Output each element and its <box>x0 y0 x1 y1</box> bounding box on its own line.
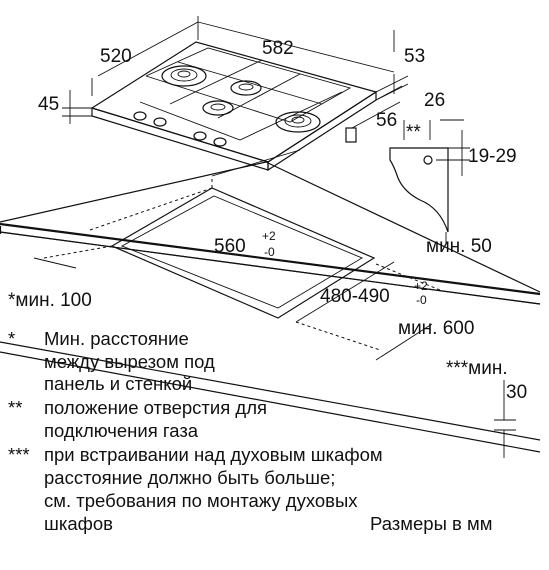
burner-front-small <box>202 100 234 116</box>
dim-gas-offset: 56 <box>376 110 397 131</box>
dim-width: 582 <box>262 38 294 59</box>
dim-cutout-depth: 480-490 <box>320 286 390 307</box>
note-3-marker: *** <box>8 444 30 465</box>
note-3-line-4: шкафов <box>44 513 113 534</box>
note-1-marker: * <box>8 328 15 349</box>
dim-cutout-depth-tol-lower: -0 <box>416 293 427 307</box>
note-3-line-3: см. требования по монтажу духовых <box>44 490 358 511</box>
countertop-illustration <box>0 149 541 458</box>
dim-cutout-width-tol-upper: +2 <box>262 229 276 243</box>
note-2-line-2: подключения газа <box>44 420 199 441</box>
note-2-line-1: положение отверстия для <box>44 397 267 418</box>
min-front: мин. 600 <box>398 318 474 339</box>
units-note: Размеры в мм <box>370 513 492 534</box>
dim-depth: 520 <box>100 46 132 67</box>
note-1-line-2: между вырезом под <box>44 351 215 372</box>
dim-cutout-width-tol-lower: -0 <box>264 245 275 259</box>
dim-cutout-depth-tol-upper: +2 <box>414 279 428 293</box>
notes: * Мин. расстояние между вырезом под пане… <box>8 328 383 534</box>
dim-height-left: 45 <box>38 94 59 115</box>
hob-illustration <box>90 41 378 172</box>
min-rear: мин. 50 <box>426 236 492 257</box>
min-below-label: ***мин. <box>446 358 508 379</box>
min-below-value: 30 <box>506 382 527 403</box>
note-1-line-3: панель и стенкой <box>44 373 192 394</box>
connector-marker: ** <box>406 122 421 143</box>
min-side: *мин. 100 <box>8 290 92 311</box>
note-3-line-2: расстояние должно быть больше; <box>44 467 335 488</box>
note-2-marker: ** <box>8 397 22 418</box>
burner-wok-right <box>275 111 321 133</box>
dim-height-rear: 53 <box>404 46 425 67</box>
dim-connector-width: 26 <box>424 90 445 111</box>
gas-connector-detail <box>389 119 470 244</box>
dim-connector-height: 19-29 <box>468 146 517 167</box>
dim-cutout-width: 560 <box>214 236 246 257</box>
control-knobs <box>133 111 227 147</box>
note-3-line-1: при встраивании над духовым шкафом <box>44 444 383 465</box>
burner-large-left <box>161 65 207 87</box>
burner-rear-right <box>230 80 262 96</box>
gas-connector <box>345 127 357 143</box>
note-1-line-1: Мин. расстояние <box>44 328 189 349</box>
